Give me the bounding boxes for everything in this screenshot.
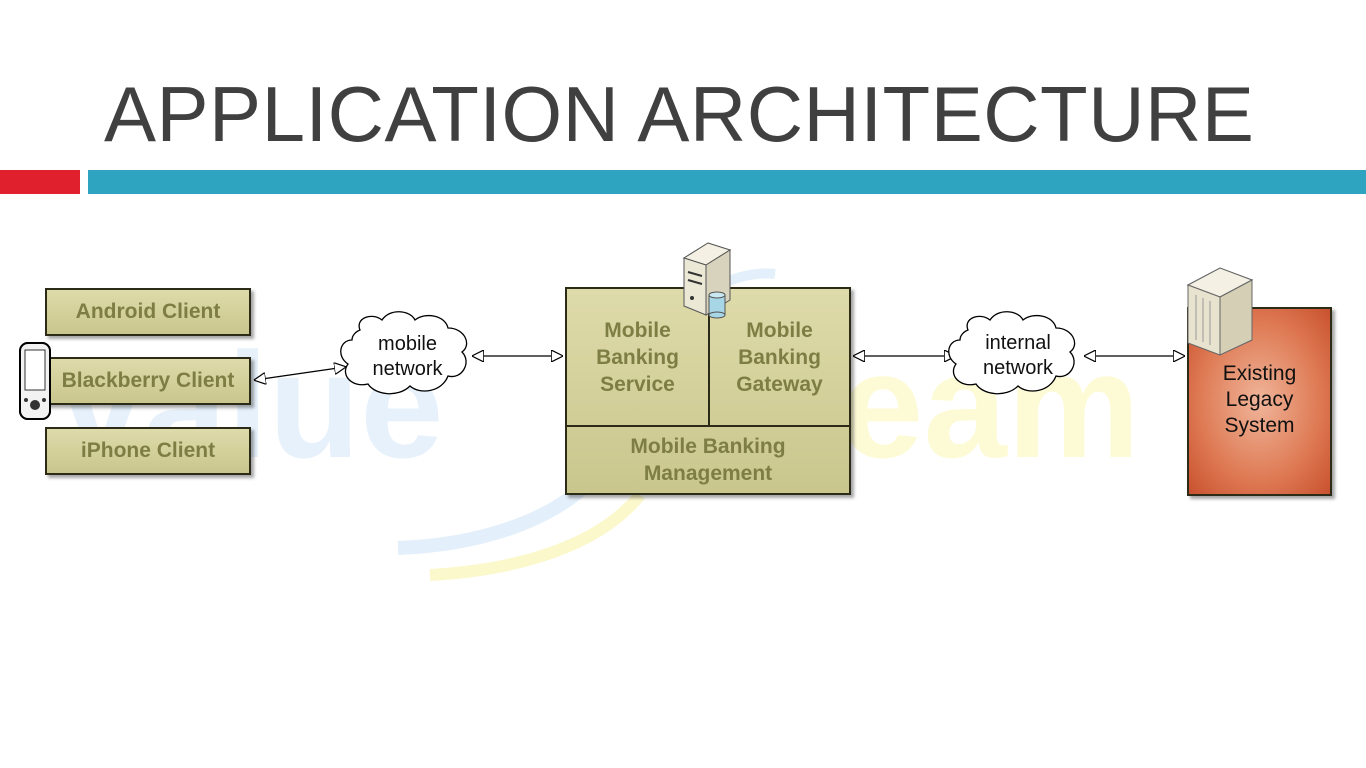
divider-horizontal (567, 425, 849, 427)
mobile-network-line2: network (372, 358, 443, 380)
divider-vertical (708, 289, 710, 427)
accent-bar-blue (88, 170, 1366, 194)
management-line1: Mobile Banking (630, 435, 786, 458)
cloud-icon (948, 311, 1076, 395)
gateway-line3: Gateway (736, 373, 823, 396)
page-title: APPLICATION ARCHITECTURE (104, 70, 1255, 158)
legacy-system-label: Existing Legacy System (1189, 361, 1330, 439)
mobile-banking-gateway: Mobile Banking Gateway (710, 317, 849, 398)
gateway-line2: Banking (738, 346, 821, 369)
gateway-line1: Mobile (746, 319, 813, 342)
mobile-banking-block: Mobile Banking Service Mobile Banking Ga… (565, 287, 851, 495)
arrow-client-to-mobile-network (255, 367, 345, 380)
mobile-banking-service: Mobile Banking Service (567, 317, 708, 398)
accent-bar-red (0, 170, 80, 194)
mobile-banking-management: Mobile Banking Management (567, 433, 849, 487)
iphone-client-box: iPhone Client (45, 427, 251, 475)
internal-network-line1: internal (985, 332, 1051, 354)
service-line1: Mobile (604, 319, 671, 342)
legacy-system-box: Existing Legacy System (1187, 307, 1332, 496)
mobile-network-line1: mobile (378, 333, 437, 355)
android-client-box: Android Client (45, 288, 251, 336)
management-line2: Management (643, 462, 773, 485)
cloud-icon (340, 311, 468, 395)
legacy-line1: Existing (1222, 362, 1297, 385)
legacy-line2: Legacy (1225, 388, 1294, 411)
blackberry-client-box: Blackberry Client (45, 357, 251, 405)
service-line3: Service (600, 373, 675, 396)
legacy-line3: System (1224, 414, 1295, 437)
internal-network-label: internal network (958, 331, 1078, 381)
internal-network-line2: network (982, 357, 1054, 379)
mobile-network-label: mobile network (350, 332, 465, 382)
service-line2: Banking (596, 346, 679, 369)
